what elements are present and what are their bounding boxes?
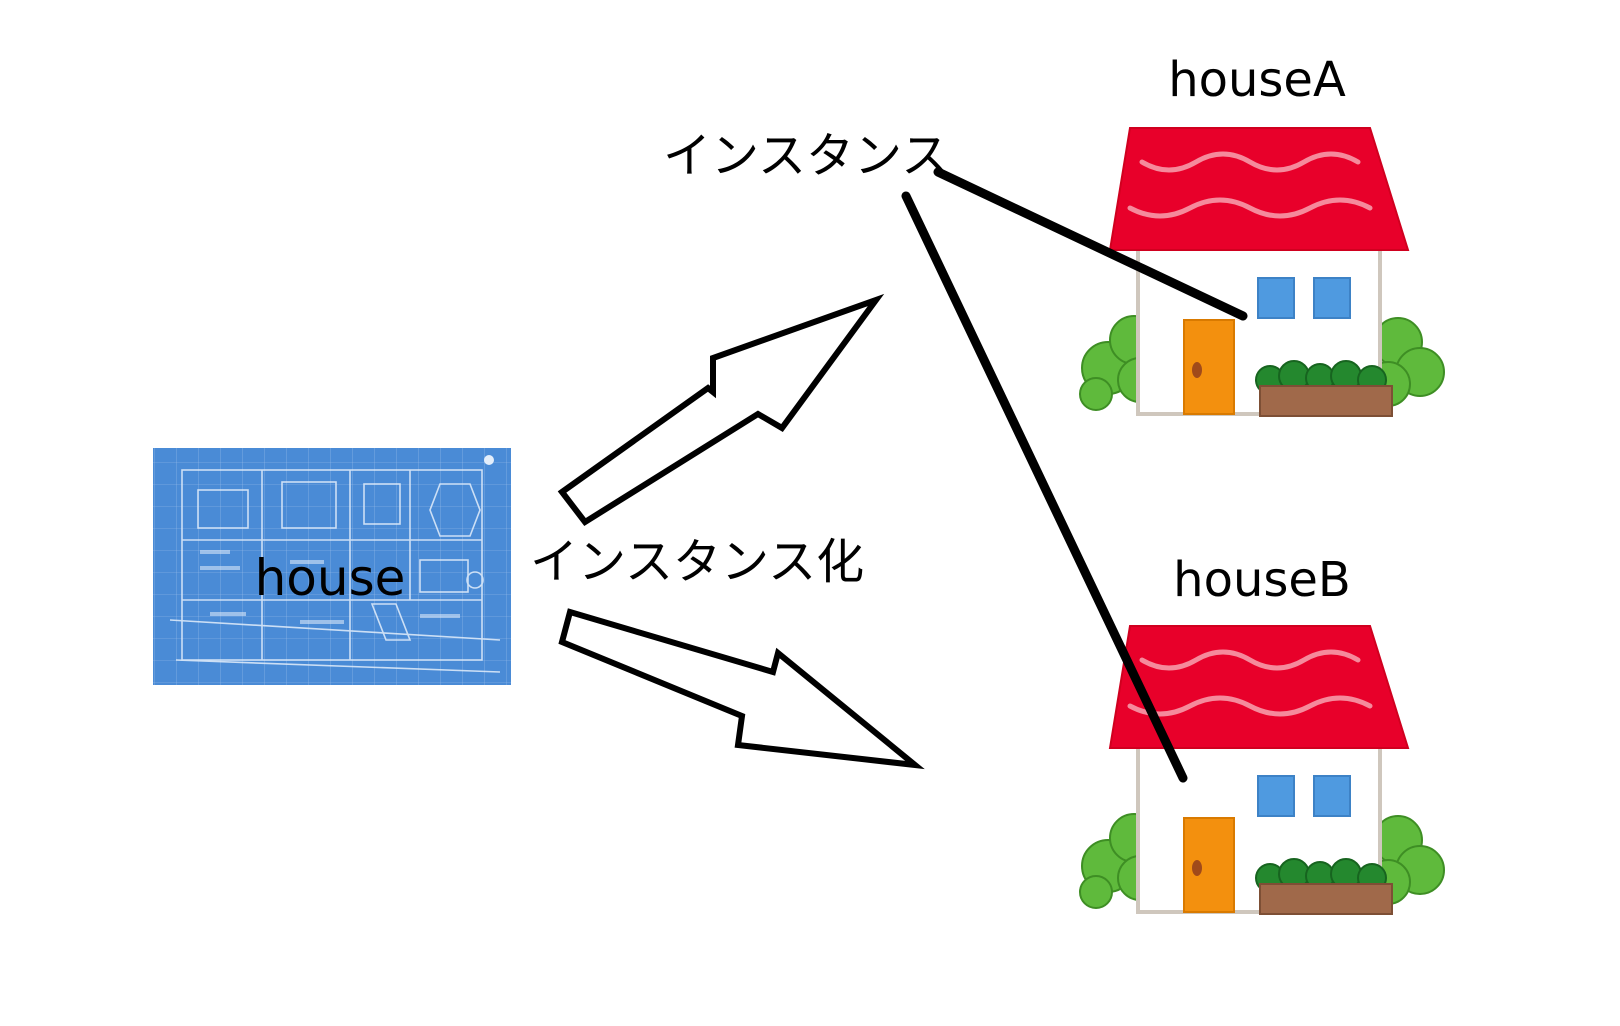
instantiation-arrow-down — [558, 608, 925, 770]
house-icon — [1080, 128, 1444, 416]
instance-connectors — [901, 167, 1248, 783]
blueprint-icon — [153, 448, 511, 685]
class-label: house — [255, 549, 406, 607]
instantiation-label: インスタンス化 — [530, 534, 864, 590]
instantiation-arrow-up — [557, 293, 885, 526]
connector-to-house-a — [933, 167, 1248, 321]
instance-b-label: houseB — [1173, 552, 1351, 608]
instance-label: インスタンス — [663, 128, 949, 184]
instance-a-label: houseA — [1168, 52, 1346, 108]
connector-to-house-b — [901, 191, 1188, 783]
